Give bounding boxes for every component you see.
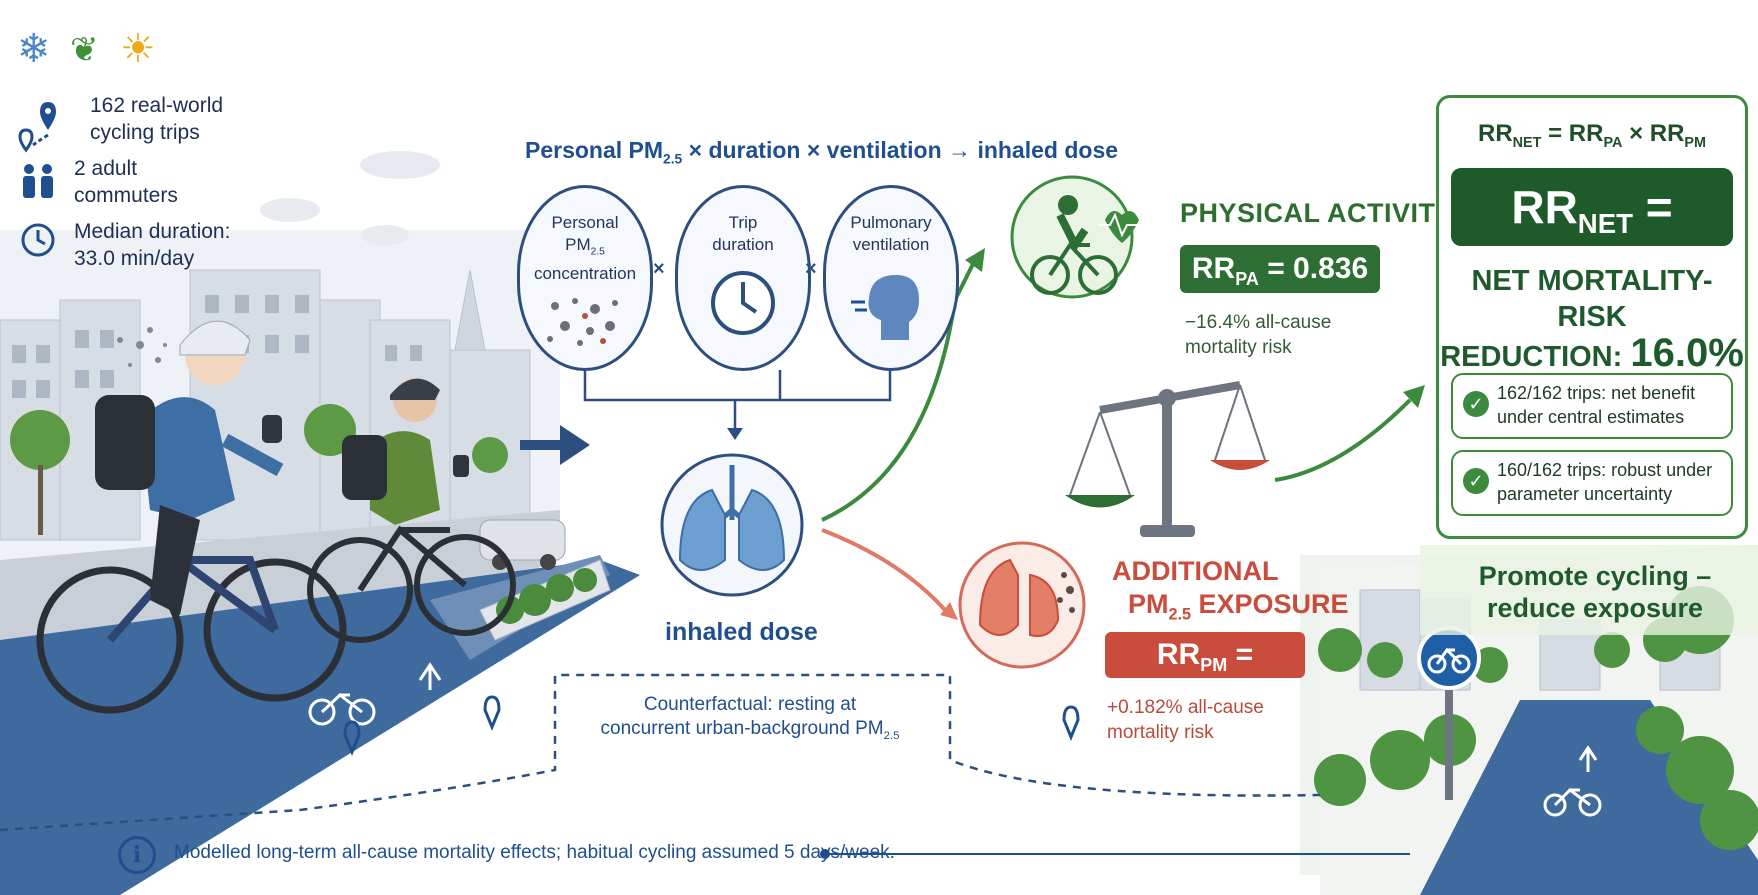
pa-note-line2: mortality risk: [1185, 337, 1292, 358]
breathing-head-icon: [851, 275, 919, 340]
rr-net-label: RR: [1511, 181, 1578, 233]
rr-pa-value: = 0.836: [1267, 252, 1369, 285]
formula-part1: Personal PM: [525, 137, 664, 163]
scale-icon: [1065, 381, 1270, 537]
stat-commuters-line1: 2 adult: [74, 157, 138, 180]
stat-trips-line2: cycling trips: [90, 121, 200, 144]
pa-note-line1: −16.4% all-cause: [1185, 312, 1332, 333]
check-item-robust: ✓ 160/162 trips: robust under parameter …: [1451, 450, 1733, 516]
counterfactual-line2: concurrent urban-background PM: [600, 718, 884, 739]
rr-pm-value: = 1.00182: [1150, 638, 1260, 727]
net-formula-pm: PM: [1684, 134, 1707, 151]
footer-rule: [825, 853, 1410, 855]
net-formula-net: NET: [1512, 134, 1542, 151]
clock-icon: [711, 271, 775, 335]
net-formula-x: × RR: [1622, 120, 1685, 147]
net-label-line2: REDUCTION:: [1440, 341, 1623, 373]
check-icon: ✓: [1463, 391, 1489, 417]
clock-icon: [21, 223, 55, 257]
counterfactual-note: Counterfactual: resting at concurrent ur…: [585, 693, 915, 748]
snowflake-icon: ❄: [17, 27, 51, 71]
rr-pm-badge: RRPM = 1.00182: [1105, 632, 1305, 727]
stat-duration: Median duration: 33.0 min/day: [18, 220, 258, 282]
footer-rule-dot: [820, 849, 830, 859]
check2-line2: parameter uncertainty: [1497, 484, 1673, 504]
formula-sub: 2.5: [663, 151, 683, 167]
net-formula-eq: = RR: [1541, 120, 1604, 147]
promote-cycling-label: Promote cycling – reduce exposure: [1440, 560, 1750, 624]
bubble-vent-line1: Pulmonary: [850, 213, 932, 232]
rr-pa-label: RR: [1191, 252, 1236, 285]
rr-net-badge: RRNET = 0.840: [1451, 168, 1733, 328]
sun-icon: ☀: [120, 27, 156, 71]
check-icon: ✓: [1463, 468, 1489, 494]
net-label-value: 16.0%: [1630, 331, 1744, 375]
stat-trips: 162 real-world cycling trips: [18, 94, 238, 160]
pm-title-line1: ADDITIONAL: [1112, 556, 1279, 586]
rr-net-sub: NET: [1577, 208, 1633, 240]
pm-exposure-title: ADDITIONAL PM2.5 EXPOSURE: [1112, 555, 1349, 631]
stat-commuters: 2 adult commuters: [18, 157, 238, 225]
bubble-pulmonary-ventilation: Pulmonary ventilation: [823, 185, 959, 371]
bubble-pm-line3: concentration: [533, 264, 637, 284]
net-formula-rr: RR: [1477, 120, 1513, 147]
net-result-panel: RRNET = RRPA × RRPM RRNET = 0.840 NET MO…: [1436, 95, 1748, 539]
net-reduction-label: NET MORTALITY-RISK REDUCTION: 16.0%: [1439, 263, 1745, 375]
bubble-trip-line1: Trip: [728, 213, 758, 232]
stat-commuters-line2: commuters: [74, 184, 178, 207]
check1-line2: under central estimates: [1497, 407, 1685, 427]
net-formula: RRNET = RRPA × RRPM: [1439, 120, 1745, 151]
check2-line1: 160/162 trips: robust under: [1497, 460, 1713, 480]
bubble-pm-concentration: Personal PM2.5 concentration: [517, 185, 653, 371]
pa-note: −16.4% all-cause mortality risk: [1185, 310, 1331, 360]
bubble-trip-line2: duration: [712, 235, 774, 254]
weather-icons: ❄ ❦ ☀: [15, 25, 165, 75]
promote-line1: Promote cycling –: [1478, 561, 1712, 591]
info-icon: i: [118, 836, 156, 874]
rr-pm-label: RR: [1156, 638, 1201, 671]
people-icon: [23, 164, 53, 198]
rr-pa-badge: RRPA = 0.836: [1180, 245, 1380, 293]
stat-trips-line1: 162 real-world: [90, 94, 224, 117]
check-item-central: ✓ 162/162 trips: net benefit under centr…: [1451, 373, 1733, 439]
stat-duration-line1: Median duration:: [74, 220, 231, 243]
pm-note-line2: mortality risk: [1107, 722, 1214, 743]
bubble-pm-sub: 2.5: [590, 246, 605, 258]
bubble-pm-line2: PM: [565, 235, 591, 254]
cyclist-green: [307, 378, 516, 643]
counterfactual-sub: 2.5: [883, 729, 900, 742]
pm-title-sub: 2.5: [1168, 605, 1192, 624]
counterfactual-line1: Counterfactual: resting at: [643, 694, 857, 715]
footer-note: i Modelled long-term all-cause mortality…: [118, 833, 895, 875]
inhaled-dose-label: inhaled dose: [665, 618, 818, 646]
pm-note: +0.182% all-cause mortality risk: [1107, 695, 1264, 745]
pm-title-pm: PM: [1128, 589, 1169, 619]
check1-line1: 162/162 trips: net benefit: [1497, 383, 1696, 403]
net-label-line1: NET MORTALITY-RISK: [1471, 265, 1713, 333]
net-formula-pa: PA: [1603, 134, 1623, 151]
physical-activity-title: PHYSICAL ACTIVITY: [1180, 198, 1455, 228]
dose-formula-heading: Personal PM2.5 × duration × ventilation …: [525, 137, 1118, 167]
bubble-trip-duration: Trip duration: [675, 185, 811, 371]
rr-pa-sub: PA: [1235, 269, 1259, 289]
bubble-vent-line2: ventilation: [852, 235, 930, 254]
promote-line2: reduce exposure: [1486, 593, 1704, 623]
times-symbol-2: ×: [805, 258, 817, 280]
rr-pm-sub: PM: [1200, 655, 1228, 675]
leaf-icon: ❦: [70, 31, 99, 69]
rr-net-value: = 0.840: [1534, 181, 1673, 329]
cyclist-blue: [36, 320, 347, 714]
footer-text: Modelled long-term all-cause mortality e…: [174, 842, 895, 863]
pm-title-exposure: EXPOSURE: [1191, 589, 1349, 619]
stat-duration-line2: 33.0 min/day: [74, 247, 195, 270]
bubble-pm-line1: Personal: [551, 213, 619, 232]
formula-part2: × duration × ventilation → inhaled dose: [682, 137, 1119, 163]
times-symbol-1: ×: [653, 258, 665, 280]
location-route-icon: [18, 102, 56, 153]
pm-note-line1: +0.182% all-cause: [1107, 697, 1264, 718]
particles-icon: [547, 298, 618, 347]
